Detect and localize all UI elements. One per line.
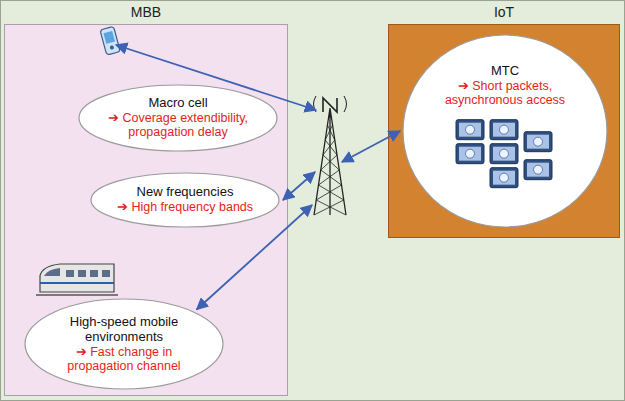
ellipse-outline [24, 298, 224, 390]
ellipse-note: ➔ Fast change in propagation channel [44, 345, 204, 374]
ellipse-heading: Macro cell [98, 96, 258, 111]
device-icon [490, 168, 518, 188]
panel-heading: MBB [5, 4, 287, 20]
high-speed-ellipse: High-speed mobile environments➔ Fast cha… [24, 298, 224, 390]
ellipse-text: New frequencies➔ High frequency bands [109, 185, 261, 214]
ellipse-heading: High-speed mobile environments [44, 315, 204, 345]
ellipse-heading: MTC [430, 64, 580, 79]
ellipse-shape [91, 173, 279, 227]
link-arrow [116, 45, 316, 110]
device-icon [456, 120, 484, 140]
panel-heading: IoT [389, 4, 619, 20]
ellipse-shape [403, 35, 607, 227]
base-station-tower [314, 96, 347, 215]
iot-panel: IoTMTC➔ Short packets, asynchronous acce… [388, 24, 620, 238]
ellipse-note: ➔ Coverage extendibility, propagation de… [98, 111, 258, 140]
device-icon [490, 144, 518, 164]
device-icon [456, 144, 484, 164]
phone-icon [100, 26, 120, 55]
ellipse-note: ➔ High frequency bands [109, 200, 261, 214]
link-arrow [283, 172, 315, 200]
new-frequencies-ellipse: New frequencies➔ High frequency bands [90, 172, 280, 228]
device-icon [490, 120, 518, 140]
link-arrow [197, 205, 312, 309]
device-icon [524, 160, 552, 180]
macro-cell-ellipse: Macro cell➔ Coverage extendibility, prop… [78, 84, 278, 152]
link-arrow [342, 131, 400, 162]
mbb-panel: MBBMacro cell➔ Coverage extendibility, p… [4, 24, 288, 396]
ellipse-outline [90, 172, 280, 228]
ellipse-note: ➔ Short packets, asynchronous access [430, 79, 580, 108]
ellipse-text: Macro cell➔ Coverage extendibility, prop… [98, 96, 258, 140]
ellipse-text: MTC➔ Short packets, asynchronous access [430, 64, 580, 108]
ellipse-shape [79, 85, 277, 151]
train-icon [36, 264, 118, 295]
ellipse-text: High-speed mobile environments➔ Fast cha… [44, 315, 204, 374]
device-icon [524, 132, 552, 152]
ellipse-shape [25, 299, 223, 389]
ellipse-heading: New frequencies [109, 185, 261, 200]
mtc-ellipse: MTC➔ Short packets, asynchronous access [402, 34, 608, 228]
